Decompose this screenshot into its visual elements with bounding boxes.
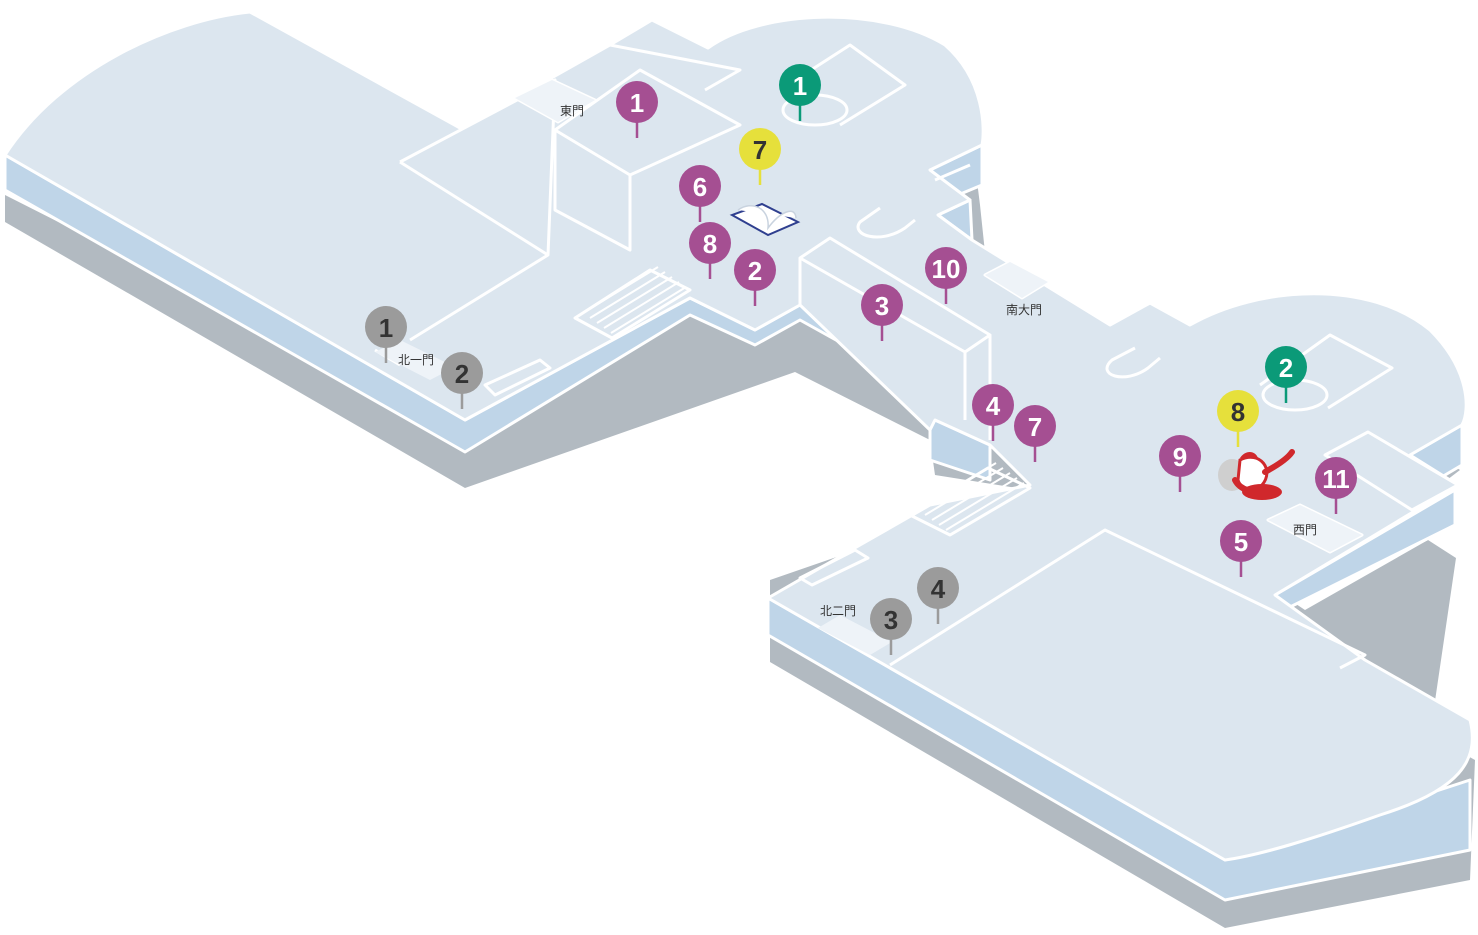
pin-marker[interactable] bbox=[1265, 346, 1307, 388]
pin-number: 1 bbox=[630, 88, 644, 118]
mascot-icon bbox=[1218, 449, 1295, 500]
pin-number: 9 bbox=[1173, 442, 1187, 472]
pin-yellow-7[interactable]: 7 bbox=[739, 128, 781, 185]
gate-label-north1: 北一門 bbox=[398, 353, 434, 367]
pin-marker[interactable] bbox=[861, 284, 903, 326]
pin-number: 2 bbox=[748, 256, 762, 286]
pin-number: 7 bbox=[753, 135, 767, 165]
gate-labels: 東門 北一門 南大門 北二門 西門 bbox=[398, 104, 1317, 618]
pin-yellow-8[interactable]: 8 bbox=[1217, 390, 1259, 447]
pin-marker[interactable] bbox=[1220, 520, 1262, 562]
pin-marker[interactable] bbox=[1014, 405, 1056, 447]
pin-number: 3 bbox=[884, 605, 898, 635]
gate-label-west: 西門 bbox=[1293, 523, 1317, 537]
pin-grey-3[interactable]: 3 bbox=[870, 598, 912, 655]
pin-purple-9[interactable]: 9 bbox=[1159, 435, 1201, 492]
pin-number: 4 bbox=[931, 574, 946, 604]
pin-marker[interactable] bbox=[679, 165, 721, 207]
pin-number: 11 bbox=[1322, 464, 1350, 494]
pin-number: 7 bbox=[1028, 412, 1042, 442]
pin-purple-7[interactable]: 7 bbox=[1014, 405, 1056, 462]
pin-grey-4[interactable]: 4 bbox=[917, 567, 959, 624]
pin-purple-3[interactable]: 3 bbox=[861, 284, 903, 341]
pin-number: 2 bbox=[455, 359, 469, 389]
pin-number: 10 bbox=[932, 254, 961, 284]
pin-number: 8 bbox=[703, 229, 717, 259]
pin-number: 1 bbox=[379, 313, 393, 343]
book-landmark-icon bbox=[729, 202, 801, 237]
pin-number: 4 bbox=[986, 391, 1001, 421]
pin-purple-2[interactable]: 2 bbox=[734, 249, 776, 306]
pin-marker[interactable] bbox=[779, 64, 821, 106]
pin-number: 3 bbox=[875, 291, 889, 321]
pin-grey-1[interactable]: 1 bbox=[365, 306, 407, 363]
gate-label-north2: 北二門 bbox=[820, 604, 856, 618]
gate-patches bbox=[375, 80, 1362, 655]
pin-number: 5 bbox=[1234, 527, 1248, 557]
pin-number: 6 bbox=[693, 172, 707, 202]
pin-marker[interactable] bbox=[616, 81, 658, 123]
pin-marker[interactable] bbox=[925, 247, 967, 289]
pin-marker[interactable] bbox=[1315, 457, 1357, 499]
pin-number: 2 bbox=[1279, 353, 1293, 383]
stairs bbox=[582, 266, 1025, 531]
pin-purple-4[interactable]: 4 bbox=[972, 384, 1014, 441]
pin-marker[interactable] bbox=[441, 352, 483, 394]
pin-green-1[interactable]: 1 bbox=[779, 64, 821, 121]
pin-marker[interactable] bbox=[1217, 390, 1259, 432]
pin-purple-8[interactable]: 8 bbox=[689, 222, 731, 279]
pin-number: 8 bbox=[1231, 397, 1245, 427]
pin-marker[interactable] bbox=[734, 249, 776, 291]
floor-top bbox=[3, 10, 1474, 862]
pin-number: 1 bbox=[793, 71, 807, 101]
pin-grey-2[interactable]: 2 bbox=[441, 352, 483, 409]
gate-label-south-main: 南大門 bbox=[1006, 302, 1042, 317]
pin-marker[interactable] bbox=[1159, 435, 1201, 477]
pin-purple-5[interactable]: 5 bbox=[1220, 520, 1262, 577]
pin-marker[interactable] bbox=[365, 306, 407, 348]
pin-marker[interactable] bbox=[870, 598, 912, 640]
pin-marker[interactable] bbox=[972, 384, 1014, 426]
pin-green-2[interactable]: 2 bbox=[1265, 346, 1307, 403]
pin-purple-6[interactable]: 6 bbox=[679, 165, 721, 222]
pin-marker[interactable] bbox=[689, 222, 731, 264]
pin-marker[interactable] bbox=[739, 128, 781, 170]
pin-purple-10[interactable]: 10 bbox=[925, 247, 967, 304]
gate-label-east: 東門 bbox=[560, 104, 584, 118]
pin-marker[interactable] bbox=[917, 567, 959, 609]
pin-purple-1[interactable]: 1 bbox=[616, 81, 658, 138]
pin-purple-11[interactable]: 11 bbox=[1315, 457, 1357, 514]
